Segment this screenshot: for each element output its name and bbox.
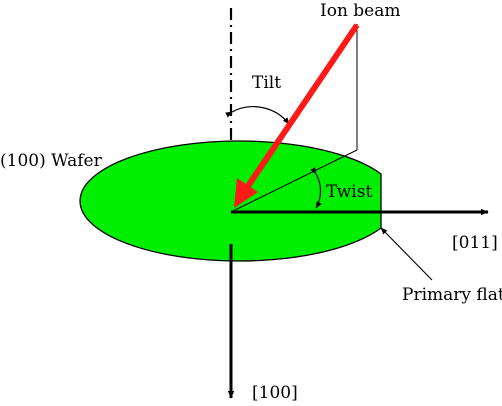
wafer-label: (100) Wafer <box>0 151 103 171</box>
twist-label: Twist <box>326 182 372 202</box>
tilt-label: Tilt <box>252 73 281 93</box>
ion-beam-shaft <box>245 23 360 188</box>
direction-100-label: [100] <box>252 383 298 403</box>
primary-flat-pointer <box>380 227 433 281</box>
beam-plane-projection <box>230 149 358 213</box>
twist-angle-arc <box>310 167 322 209</box>
ion-beam-arrowhead <box>234 178 258 208</box>
ion-beam-label: Ion beam <box>320 1 401 21</box>
primary-flat-label: Primary flat <box>402 285 502 305</box>
direction-011-label: [011] <box>452 233 498 253</box>
tilt-angle-arc <box>225 106 290 125</box>
